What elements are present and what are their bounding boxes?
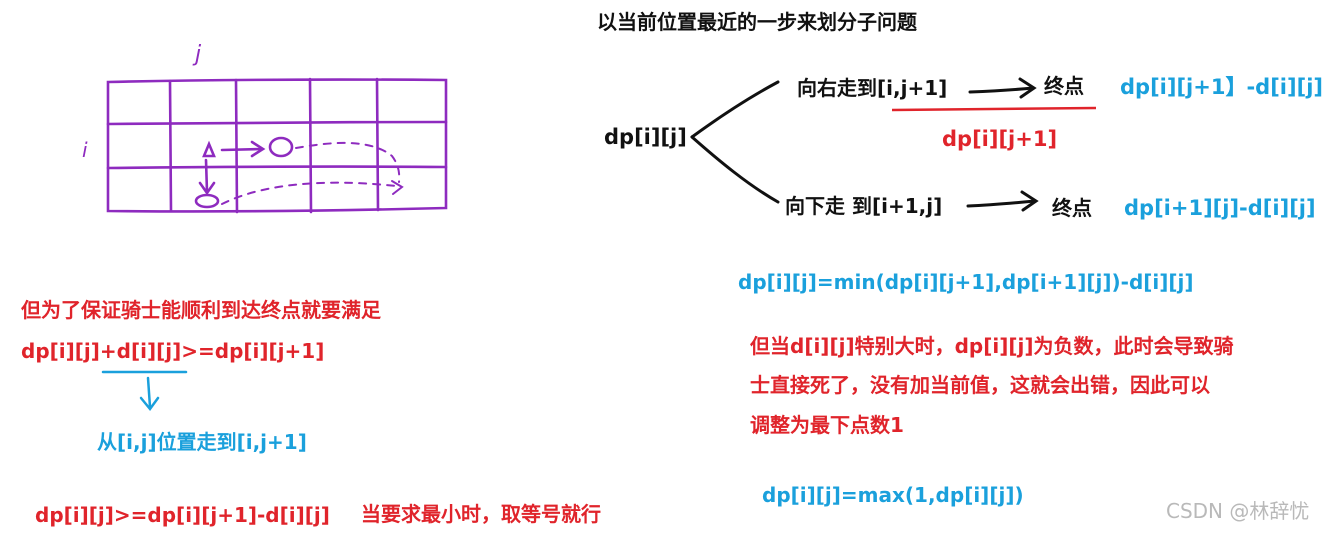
right-sub-underline	[891, 106, 1097, 112]
grid-col-line-4	[375, 77, 380, 212]
tree-branches	[690, 77, 1039, 212]
formula-min: dp[i][j]=min(dp[i][j+1],dp[i+1][j])-d[i]…	[738, 270, 1194, 294]
page-title: 以当前位置最近的一步来划分子问题	[597, 10, 917, 34]
down-arrow-head	[139, 396, 160, 412]
grid-sketch	[106, 77, 448, 214]
inequality-text: dp[i][j]+d[i][j]>=dp[i][j+1]	[21, 339, 325, 363]
dashed-path-upper	[295, 141, 401, 183]
grid-col-line-2	[234, 78, 239, 214]
arrow-right-line	[220, 147, 264, 152]
arrow-right-head	[250, 140, 266, 158]
right-result-label: dp[i][j+1】-d[i][j]	[1120, 75, 1323, 99]
branch-upper	[690, 80, 780, 139]
right-move-arrow-head	[1018, 77, 1037, 99]
down-arrow-line	[146, 376, 152, 409]
right-move-arrow-line	[968, 86, 1035, 94]
dashed-arrow-head	[391, 180, 404, 195]
right-end-label: 终点	[1044, 74, 1084, 98]
grid-label-i: i	[82, 138, 88, 162]
down-target-circle	[194, 193, 220, 209]
down-end-label: 终点	[1052, 196, 1092, 220]
down-move-arrow-head	[1020, 190, 1039, 212]
note-line-2: 士直接死了，没有加当前值，这就会出错，因此可以	[750, 373, 1210, 397]
grid-row-line-1	[106, 120, 448, 126]
down-result-label: dp[i+1][j]-d[i][j]	[1124, 196, 1316, 220]
watermark: CSDN @林辞忧	[1166, 499, 1310, 523]
down-move-label: 向下走 到[i+1,j]	[785, 194, 943, 218]
right-target-circle	[268, 136, 294, 158]
condition-title: 但为了保证骑士能顺利到达终点就要满足	[21, 298, 381, 322]
right-sub-label: dp[i][j+1]	[942, 127, 1058, 151]
start-marker	[202, 140, 216, 158]
formula-max: dp[i][j]=max(1,dp[i][j])	[762, 483, 1024, 507]
result-inequality: dp[i][j]>=dp[i][j+1]-d[i][j]	[35, 503, 330, 527]
note-line-3: 调整为最下点数1	[750, 413, 904, 437]
inequality-annotation	[101, 370, 188, 412]
grid-outline	[106, 78, 448, 213]
grid-col-line-1	[168, 79, 173, 213]
arrow-down-head	[198, 181, 216, 196]
dashed-path-lower	[221, 181, 397, 205]
note-line-1: 但当d[i][j]特别大时，dp[i][j]为负数，此时会导致骑	[750, 334, 1234, 358]
right-move-label: 向右走到[i,j+1]	[797, 76, 948, 100]
inequality-explain: 从[i,j]位置走到[i,j+1]	[97, 430, 307, 454]
result-note: 当要求最小时，取等号就行	[361, 502, 601, 526]
arrow-down-line	[204, 158, 209, 194]
grid-label-j: j	[195, 42, 202, 67]
grid-row-line-2	[106, 165, 448, 170]
down-move-arrow-line	[966, 199, 1037, 208]
tree-root-label: dp[i][j]	[604, 125, 687, 149]
branch-lower	[690, 135, 780, 204]
